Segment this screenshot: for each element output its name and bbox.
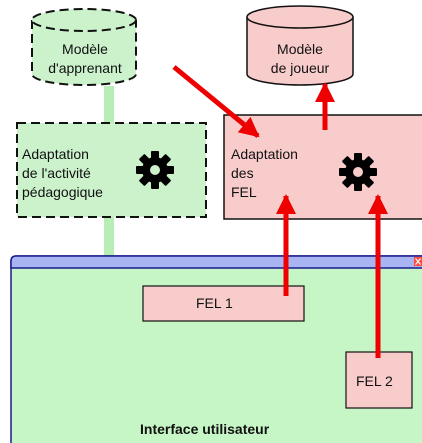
fel1-box[interactable] <box>142 285 305 322</box>
gear-icon <box>136 151 174 189</box>
player-model-cylinder <box>246 5 354 86</box>
player-model-line2: de joueur <box>270 60 330 76</box>
gear-icon <box>339 153 377 191</box>
arrow-learner-to-fel-adaptation <box>172 65 260 138</box>
fel1-label: FEL 1 <box>196 295 233 311</box>
learner-model-cylinder <box>31 8 137 86</box>
fel-adaptation-line3: FEL <box>231 184 257 200</box>
fel-adaptation-label: Adaptation des FEL <box>231 145 298 202</box>
pedagogical-adaptation-line3: pédagogique <box>22 184 103 200</box>
close-icon[interactable] <box>414 257 422 266</box>
player-model-label: Modèle de joueur <box>248 40 352 78</box>
fel-adaptation-line2: des <box>231 165 254 181</box>
fel2-label: FEL 2 <box>356 373 393 389</box>
ui-title: Interface utilisateur <box>140 421 270 437</box>
learner-model-line1: Modèle <box>62 41 108 57</box>
pedagogical-adaptation-label: Adaptation de l'activité pédagogique <box>22 145 103 202</box>
pedagogical-adaptation-line2: de l'activité <box>22 165 91 181</box>
learner-model-line2: d'apprenant <box>48 60 122 76</box>
learner-model-label: Modèle d'apprenant <box>34 40 136 78</box>
fel2-box[interactable] <box>345 351 413 409</box>
ui-window <box>10 255 422 443</box>
pedagogical-adaptation-line1: Adaptation <box>22 146 89 162</box>
pedagogical-adaptation-box <box>16 122 207 218</box>
fel-adaptation-line1: Adaptation <box>231 146 298 162</box>
player-model-line1: Modèle <box>277 41 323 57</box>
